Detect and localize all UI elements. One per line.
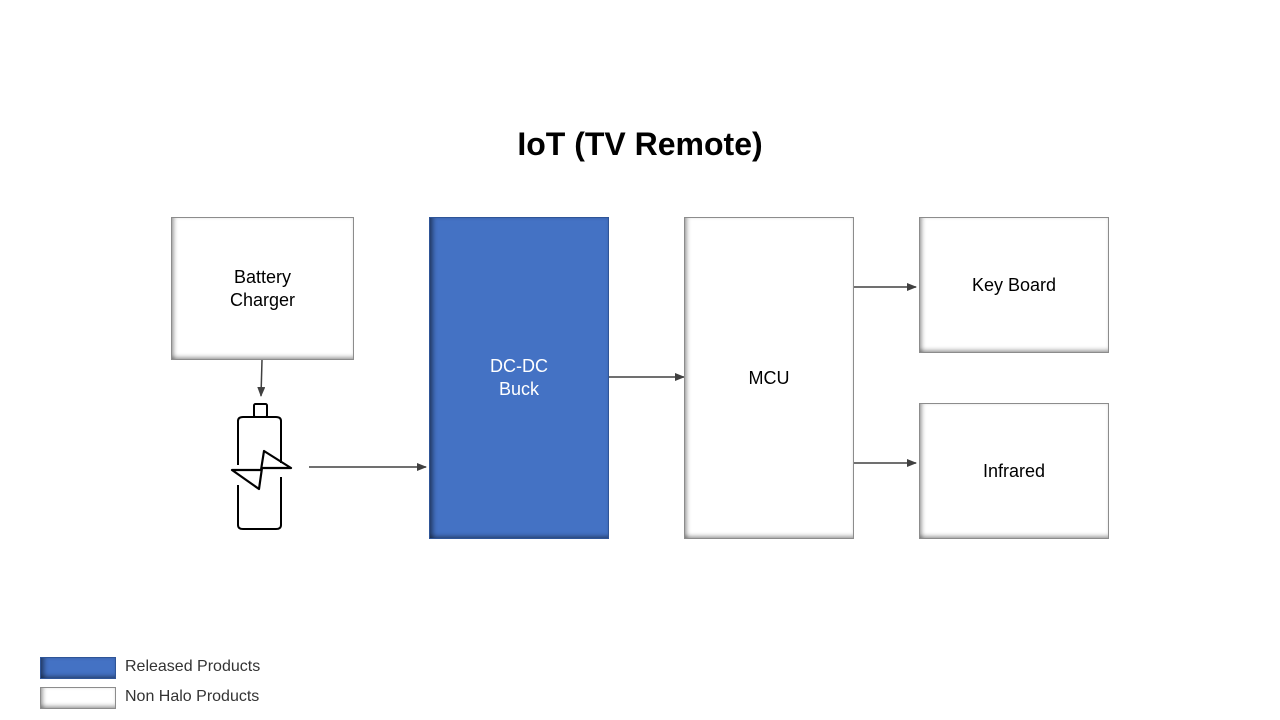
- diagram-title: IoT (TV Remote): [517, 126, 763, 162]
- mcu-block: MCU: [684, 217, 854, 539]
- arrow-charger-to-battery: [257, 359, 266, 397]
- dcdc-buck-block: DC-DC Buck: [429, 217, 609, 539]
- battery-charger-block: Battery Charger: [171, 217, 354, 360]
- legend-released-swatch: [40, 657, 116, 679]
- keyboard-block: Key Board: [919, 217, 1109, 353]
- infrared-block: Infrared: [919, 403, 1109, 539]
- legend-released-label: Released Products: [125, 658, 261, 675]
- legend-non-halo-swatch: [40, 687, 116, 709]
- battery-charging-icon: [230, 403, 293, 530]
- legend-non-halo-label: Non Halo Products: [125, 688, 260, 705]
